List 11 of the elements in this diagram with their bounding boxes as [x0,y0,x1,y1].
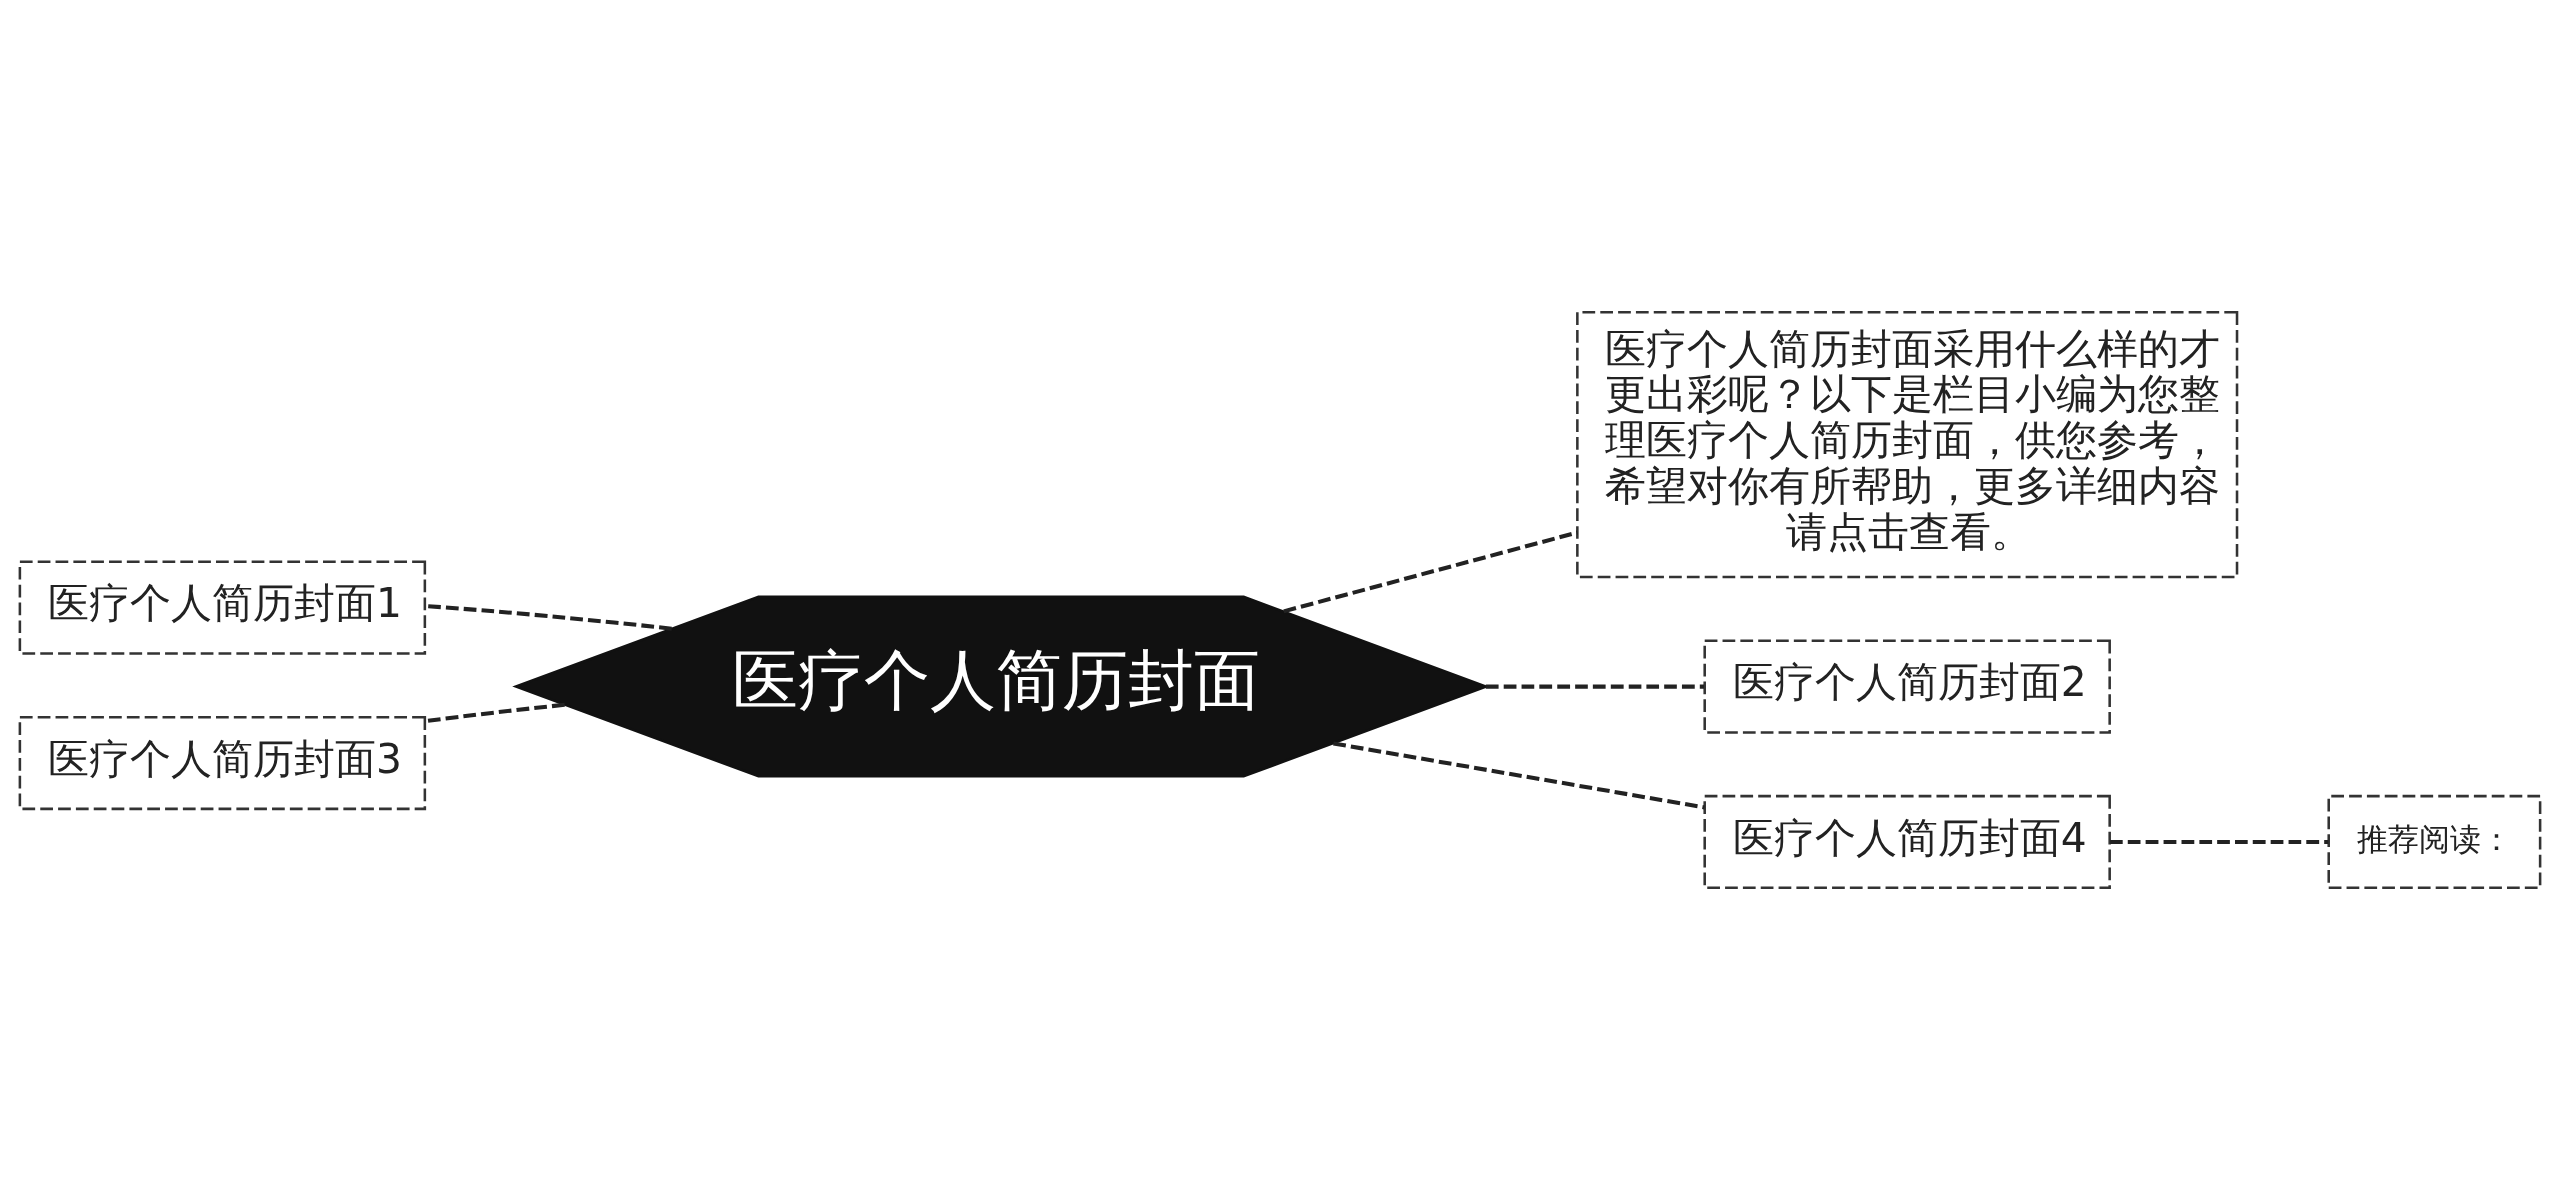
node-box: 医疗个人简历封面4 [1703,794,2111,889]
connector [1333,740,1705,809]
node-box: 医疗个人简历封面采用什么样的才更出彩呢？以下是栏目小编为您整理医疗个人简历封面，供您参考，希望对你有所帮助，更多详细内容请点击查看。 [1576,310,2239,578]
node-box: 医疗个人简历封面3 [18,715,427,810]
node-box: 医疗个人简历封面2 [1703,638,2111,734]
connector [1485,684,1704,689]
node-box: 医疗个人简历封面1 [18,560,427,655]
node-box: 推荐阅读： [2327,794,2542,889]
connector [425,603,672,631]
connector [1283,530,1578,613]
connector [2110,839,2329,844]
